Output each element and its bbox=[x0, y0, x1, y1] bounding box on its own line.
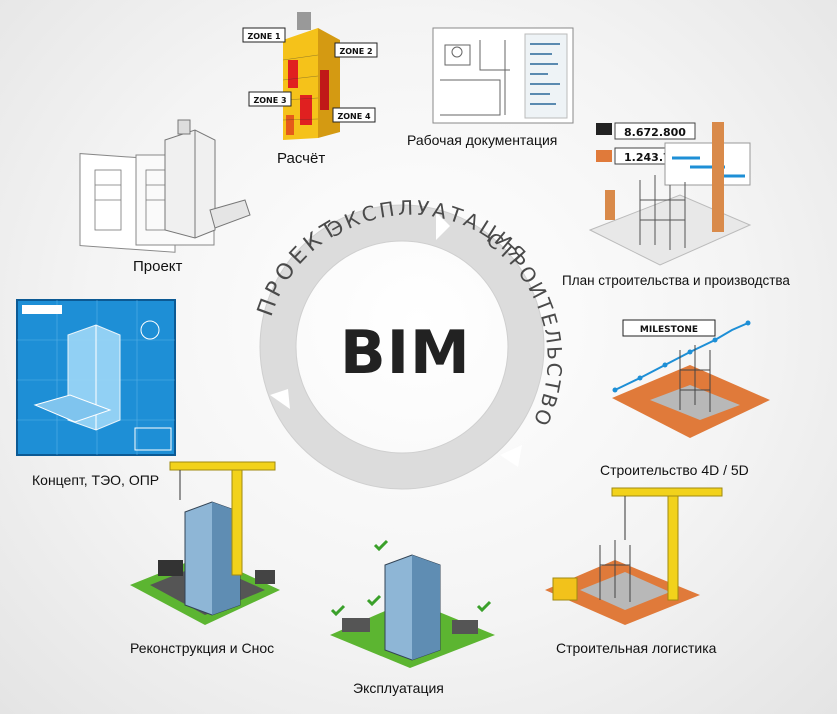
proekt-illustration bbox=[79, 119, 251, 253]
check-icon bbox=[373, 539, 389, 552]
label-koncept: Концепт, ТЭО, ОПР bbox=[32, 472, 160, 488]
label-rekonstrukciya: Реконструкция и Снос bbox=[130, 640, 275, 656]
plan-illustration: 8.672.800 1.243.780 bbox=[588, 122, 752, 266]
zone-label: ZONE 4 bbox=[337, 112, 371, 121]
koncept-illustration bbox=[16, 299, 176, 456]
ring-arrow-icon bbox=[436, 212, 450, 240]
zone-label: ZONE 3 bbox=[253, 96, 286, 105]
rekonstrukciya-illustration bbox=[130, 461, 280, 625]
check-icon bbox=[330, 604, 346, 617]
milestone-label: MILESTONE bbox=[640, 325, 698, 335]
zone-label: ZONE 2 bbox=[339, 47, 372, 56]
label-proekt: Проект bbox=[133, 258, 183, 275]
ring-arrow-icon bbox=[500, 445, 522, 467]
label-stroitelstvo: Строительство 4D / 5D bbox=[600, 462, 749, 478]
raschet-illustration: ZONE 1 ZONE 2 ZONE 3 ZONE 4 bbox=[242, 12, 378, 140]
check-icon bbox=[476, 600, 492, 613]
label-raschet: Расчёт bbox=[277, 150, 326, 167]
brick-icon bbox=[596, 123, 612, 135]
ring-arrow-icon bbox=[270, 389, 290, 409]
brick-icon bbox=[596, 150, 612, 162]
bim-title: BIM bbox=[340, 318, 471, 388]
cost-value: 8.672.800 bbox=[624, 126, 686, 139]
label-ekspluataciya: Эксплуатация bbox=[353, 680, 444, 696]
lifecycle-ring bbox=[259, 204, 545, 490]
logistika-illustration bbox=[545, 487, 723, 625]
ekspluataciya-illustration bbox=[330, 539, 495, 668]
stroitelstvo-illustration: MILESTONE bbox=[612, 319, 770, 438]
label-logistika: Строительная логистика bbox=[556, 640, 717, 656]
check-icon bbox=[366, 594, 382, 607]
rabochaya-illustration bbox=[432, 27, 574, 124]
zone-label: ZONE 1 bbox=[247, 32, 281, 41]
label-rabochaya: Рабочая документация bbox=[407, 132, 558, 148]
label-plan: План строительства и производства bbox=[562, 273, 790, 288]
